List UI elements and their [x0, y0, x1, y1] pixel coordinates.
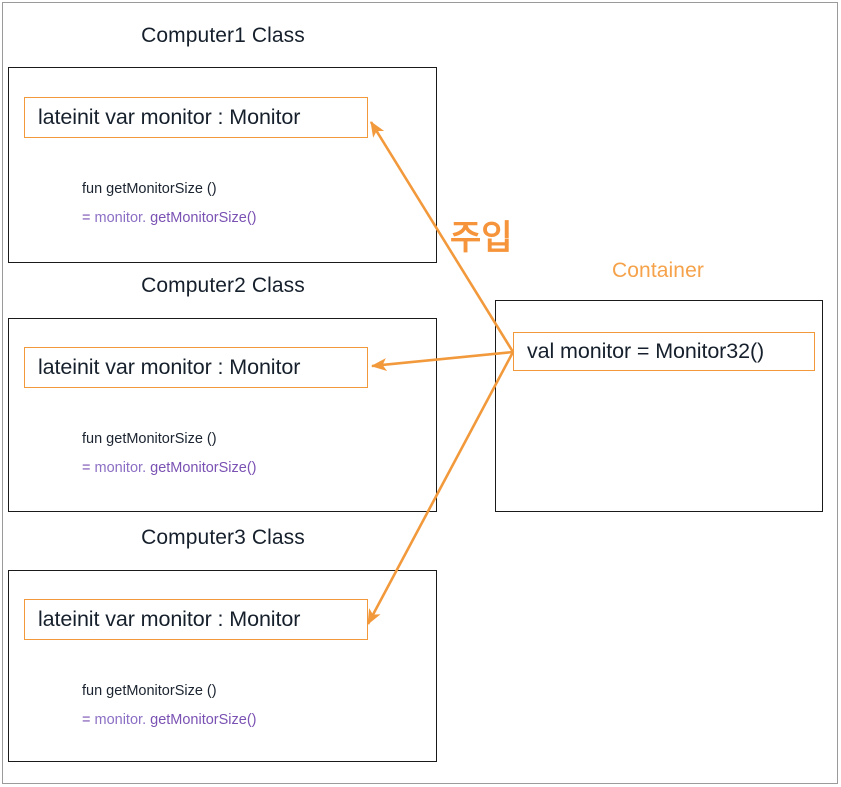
code-line-computer3: = monitor. getMonitorSize(): [82, 712, 257, 728]
field-box-computer1[interactable]: lateinit var monitor : Monitor: [24, 97, 368, 138]
fun-signature-computer2: fun getMonitorSize (): [82, 431, 217, 447]
class-title-computer2: Computer2 Class: [141, 274, 305, 297]
class-title-computer1: Computer1 Class: [141, 24, 305, 47]
code-call-computer3: getMonitorSize(): [150, 712, 257, 728]
code-eq-computer2: =: [82, 460, 91, 476]
code-call-computer1: getMonitorSize(): [150, 210, 257, 226]
field-box-computer3[interactable]: lateinit var monitor : Monitor: [24, 599, 368, 640]
container-declaration-label: val monitor = Monitor32(): [527, 339, 765, 363]
container-declaration-box[interactable]: val monitor = Monitor32(): [513, 332, 815, 371]
code-eq-computer1: =: [82, 210, 91, 226]
fun-signature-computer3: fun getMonitorSize (): [82, 683, 217, 699]
code-dot-computer1: .: [142, 210, 147, 226]
code-line-computer1: = monitor. getMonitorSize(): [82, 210, 257, 226]
code-eq-computer3: =: [82, 712, 91, 728]
field-label-computer1: lateinit var monitor : Monitor: [38, 105, 301, 129]
container-title: Container: [612, 259, 704, 282]
inject-label: 주입: [450, 219, 513, 257]
code-ident-computer2: monitor: [94, 460, 143, 476]
field-label-computer3: lateinit var monitor : Monitor: [38, 607, 301, 631]
code-ident-computer3: monitor: [94, 712, 143, 728]
code-line-computer2: = monitor. getMonitorSize(): [82, 460, 257, 476]
field-box-computer2[interactable]: lateinit var monitor : Monitor: [24, 347, 368, 388]
field-label-computer2: lateinit var monitor : Monitor: [38, 355, 301, 379]
class-title-computer3: Computer3 Class: [141, 526, 305, 549]
code-dot-computer2: .: [142, 460, 147, 476]
code-call-computer2: getMonitorSize(): [150, 460, 257, 476]
fun-signature-computer1: fun getMonitorSize (): [82, 181, 217, 197]
code-ident-computer1: monitor: [94, 210, 143, 226]
code-dot-computer3: .: [142, 712, 147, 728]
